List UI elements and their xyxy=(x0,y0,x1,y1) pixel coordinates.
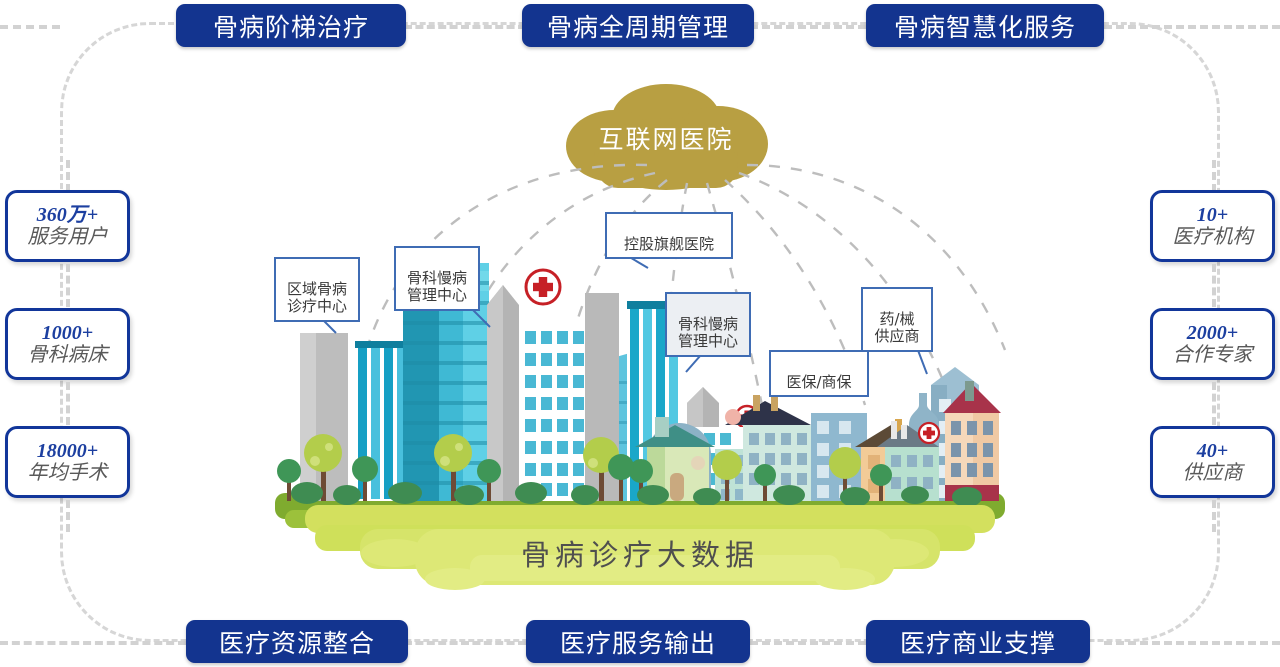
stat-right-3-value: 40+ xyxy=(1196,439,1229,462)
tree xyxy=(754,464,776,501)
stat-left-1-value: 360万+ xyxy=(36,203,99,226)
stat-right-2-label: 合作专家 xyxy=(1172,343,1253,366)
stat-right-2[interactable]: 2000+ 合作专家 xyxy=(1150,308,1275,380)
callout-chronic-center-1-label: 骨科慢病 管理中心 xyxy=(406,268,467,305)
arc-3 xyxy=(553,179,668,426)
callout-supplier-label: 药/械 供应商 xyxy=(874,309,920,346)
building-peach-redroof xyxy=(943,381,1001,501)
stat-left-2-label: 骨科病床 xyxy=(27,343,108,366)
tree xyxy=(870,464,892,501)
banner-top-3-label: 骨病智慧化服务 xyxy=(893,12,1076,42)
banner-top-1[interactable]: 骨病阶梯治疗 xyxy=(176,4,406,47)
stat-left-3[interactable]: 18000+ 年均手术 xyxy=(5,426,130,498)
cloud-label: 互联网医院 xyxy=(598,125,734,154)
stat-right-2-value: 2000+ xyxy=(1186,321,1239,344)
cloud-icon xyxy=(566,84,768,190)
stat-left-3-value: 18000+ xyxy=(36,439,99,462)
medical-cross-icon-4 xyxy=(917,421,941,445)
left-stat-connector-bottom xyxy=(66,500,70,532)
tree xyxy=(304,434,342,501)
callout-flagship-hospital-label: 控股旗舰医院 xyxy=(623,234,714,253)
tree xyxy=(712,450,742,501)
tree xyxy=(477,459,501,501)
banner-bottom-1-label: 医疗资源整合 xyxy=(218,628,375,658)
arc-1 xyxy=(363,163,648,356)
banner-bottom-2-label: 医疗服务输出 xyxy=(559,628,716,658)
tree xyxy=(352,456,378,501)
top-connector-left-edge xyxy=(0,25,60,29)
stat-right-1-value: 10+ xyxy=(1196,203,1229,226)
shrub-row xyxy=(291,482,982,507)
banner-bottom-1[interactable]: 医疗资源整合 xyxy=(186,620,408,663)
city-skyline-illustration xyxy=(275,253,1005,528)
top-connector-2 xyxy=(750,25,866,29)
tree xyxy=(829,447,861,501)
callout-regional-center-label: 区域骨病 诊疗中心 xyxy=(286,279,347,316)
bottom-connector-2 xyxy=(750,641,866,645)
callout-chronic-center-2-label: 骨科慢病 管理中心 xyxy=(677,314,738,351)
banner-top-3[interactable]: 骨病智慧化服务 xyxy=(866,4,1104,47)
callout-insurance-label: 医保/商保 xyxy=(786,372,852,391)
tree xyxy=(277,459,301,501)
banner-top-2[interactable]: 骨病全周期管理 xyxy=(522,4,754,47)
building-gray-pointed xyxy=(487,285,519,501)
banner-top-1-label: 骨病阶梯治疗 xyxy=(212,12,369,42)
banner-top-2-label: 骨病全周期管理 xyxy=(546,12,729,42)
callout-chronic-center-2[interactable]: 骨科慢病 管理中心 xyxy=(665,292,751,358)
stat-right-3-label: 供应商 xyxy=(1182,461,1243,484)
stat-left-3-label: 年均手术 xyxy=(27,461,108,484)
right-stat-connector-2 xyxy=(1212,382,1216,425)
internet-hospital-cloud[interactable]: 互联网医院 xyxy=(556,82,776,192)
banner-bottom-3-label: 医疗商业支撑 xyxy=(899,628,1056,658)
tree xyxy=(608,454,634,501)
left-stat-connector-2 xyxy=(66,382,70,425)
left-stat-connector-top xyxy=(66,160,70,192)
building-white-windowgrid xyxy=(519,323,595,501)
banner-bottom-2[interactable]: 医疗服务输出 xyxy=(526,620,750,663)
bottom-connector-right-edge xyxy=(1104,641,1280,645)
stat-left-1-label: 服务用户 xyxy=(27,225,108,248)
top-connector-right-edge xyxy=(1104,25,1280,29)
right-stat-connector-bottom xyxy=(1212,500,1216,532)
tree xyxy=(434,434,472,501)
stat-left-2[interactable]: 1000+ 骨科病床 xyxy=(5,308,130,380)
top-connector-1 xyxy=(404,25,526,29)
stat-left-2-value: 1000+ xyxy=(41,321,94,344)
right-stat-connector-1 xyxy=(1212,264,1216,307)
banner-bottom-3[interactable]: 医疗商业支撑 xyxy=(866,620,1090,663)
stat-right-3[interactable]: 40+ 供应商 xyxy=(1150,426,1275,498)
left-stat-connector-1 xyxy=(66,264,70,307)
medical-cross-icon-2 xyxy=(524,268,562,306)
arc-5 xyxy=(705,182,767,421)
bottom-connector-left-edge xyxy=(0,641,186,645)
bigdata-label: 骨病诊疗大数据 xyxy=(520,540,759,572)
callout-chronic-center-1[interactable]: 骨科慢病 管理中心 xyxy=(394,246,480,312)
tree-row xyxy=(277,434,892,501)
arc-7 xyxy=(738,171,947,386)
stat-right-1-label: 医疗机构 xyxy=(1172,225,1253,248)
bottom-connector-1 xyxy=(404,641,526,645)
callout-regional-center[interactable]: 区域骨病 诊疗中心 xyxy=(274,257,360,323)
callout-flagship-hospital[interactable]: 控股旗舰医院 xyxy=(605,212,733,260)
right-stat-connector-top xyxy=(1212,160,1216,192)
bigdata-ribbon xyxy=(305,505,995,590)
stat-left-1[interactable]: 360万+ 服务用户 xyxy=(5,190,130,262)
stat-right-1[interactable]: 10+ 医疗机构 xyxy=(1150,190,1275,262)
callout-insurance[interactable]: 医保/商保 xyxy=(769,350,869,398)
arc-8 xyxy=(746,163,1007,351)
callout-supplier[interactable]: 药/械 供应商 xyxy=(861,287,933,353)
